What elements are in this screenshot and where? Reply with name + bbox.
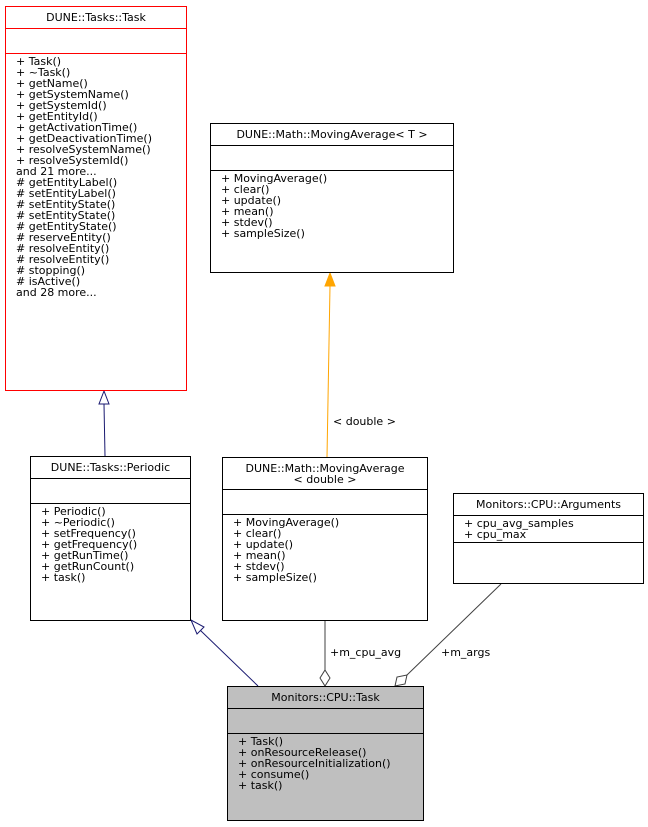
attributes-section bbox=[31, 478, 190, 503]
method-item[interactable]: # setEntityLabel() bbox=[16, 187, 116, 200]
method-item[interactable]: + MovingAverage() bbox=[221, 172, 328, 185]
method-item[interactable]: + update() bbox=[221, 194, 282, 207]
method-item[interactable]: + clear() bbox=[233, 527, 282, 540]
method-item[interactable]: # resolveEntity() bbox=[16, 253, 110, 266]
attributes-section bbox=[211, 145, 453, 170]
m-cpu-avg-label: +m_cpu_avg bbox=[330, 646, 402, 659]
attributes-section bbox=[6, 28, 186, 53]
aggregation-edge-args bbox=[406, 583, 502, 676]
class-name: DUNE::Tasks::Task bbox=[46, 11, 146, 24]
class-box-dune-tasks-task[interactable]: DUNE::Tasks::Task + Task()+ ~Task()+ get… bbox=[5, 6, 187, 391]
inheritance-arrowhead bbox=[98, 389, 110, 405]
method-item[interactable]: and 21 more... bbox=[16, 165, 97, 178]
method-item[interactable]: # reserveEntity() bbox=[16, 231, 111, 244]
method-item[interactable]: # setEntityState() bbox=[16, 209, 116, 222]
method-item[interactable]: + sampleSize() bbox=[233, 571, 317, 584]
method-item[interactable]: + setFrequency() bbox=[41, 527, 136, 540]
class-name-line: DUNE::Math::MovingAverage bbox=[245, 462, 405, 475]
template-arrowhead bbox=[324, 271, 336, 287]
method-item[interactable]: + onResourceInitialization() bbox=[238, 757, 391, 770]
methods-section: + Task()+ ~Task()+ getName()+ getSystemN… bbox=[6, 53, 186, 300]
method-item[interactable]: + stdev() bbox=[221, 216, 273, 229]
class-box-moving-average-template[interactable]: DUNE::Math::MovingAverage< T > + MovingA… bbox=[210, 123, 454, 273]
class-box-dune-tasks-periodic[interactable]: DUNE::Tasks::Periodic + Periodic()+ ~Per… bbox=[30, 456, 191, 621]
attributes-section: + cpu_avg_samples+ cpu_max bbox=[454, 515, 643, 542]
method-item[interactable]: + getFrequency() bbox=[41, 538, 138, 551]
attribute-item[interactable]: + cpu_max bbox=[464, 528, 527, 541]
method-item[interactable]: + onResourceRelease() bbox=[238, 746, 367, 759]
method-item[interactable]: # getEntityState() bbox=[16, 220, 117, 233]
template-argument-label: < double > bbox=[333, 415, 396, 428]
class-name: Monitors::CPU::Task bbox=[271, 691, 380, 704]
inheritance-edge-periodic-task bbox=[103, 403, 106, 457]
class-box-monitors-cpu-arguments[interactable]: Monitors::CPU::Arguments + cpu_avg_sampl… bbox=[453, 493, 644, 584]
m-args-label: +m_args bbox=[441, 646, 491, 659]
inheritance-arrowhead bbox=[189, 618, 205, 635]
method-item[interactable]: + getSystemName() bbox=[16, 88, 129, 101]
method-item[interactable]: + Task() bbox=[238, 735, 284, 748]
method-item[interactable]: + update() bbox=[233, 538, 294, 551]
method-item[interactable]: + getSystemId() bbox=[16, 99, 107, 112]
methods-section: + Task()+ onResourceRelease()+ onResourc… bbox=[228, 733, 423, 793]
aggregation-diamond bbox=[394, 674, 408, 687]
class-name: Monitors::CPU::Arguments bbox=[475, 498, 622, 511]
methods-section: + MovingAverage()+ clear()+ update()+ me… bbox=[211, 170, 453, 241]
methods-section: + Periodic()+ ~Periodic()+ setFrequency(… bbox=[31, 503, 190, 585]
method-item[interactable]: + mean() bbox=[233, 549, 286, 562]
method-item[interactable]: + MovingAverage() bbox=[233, 516, 340, 529]
method-item[interactable]: + ~Periodic() bbox=[41, 516, 115, 529]
class-box-moving-average-double[interactable]: DUNE::Math::MovingAverage < double > + M… bbox=[222, 457, 428, 621]
class-name: DUNE::Tasks::Periodic bbox=[50, 461, 171, 474]
attributes-section bbox=[223, 489, 427, 514]
method-item[interactable]: + Periodic() bbox=[41, 505, 106, 518]
attributes-section bbox=[228, 708, 423, 733]
method-item[interactable]: # stopping() bbox=[16, 264, 86, 277]
class-name-line: < double > bbox=[293, 473, 357, 486]
method-item[interactable]: + sampleSize() bbox=[221, 227, 305, 240]
method-item[interactable]: + clear() bbox=[221, 183, 270, 196]
method-item[interactable]: # setEntityState() bbox=[16, 198, 116, 211]
method-item[interactable]: + stdev() bbox=[233, 560, 285, 573]
inheritance-edge-cputask-periodic bbox=[199, 629, 259, 687]
method-item[interactable]: + getActivationTime() bbox=[16, 121, 138, 134]
methods-section: + MovingAverage()+ clear()+ update()+ me… bbox=[223, 514, 427, 585]
method-item[interactable]: + getRunCount() bbox=[41, 560, 135, 573]
method-item[interactable]: + getDeactivationTime() bbox=[16, 132, 152, 145]
method-item[interactable]: + mean() bbox=[221, 205, 274, 218]
class-box-monitors-cpu-task[interactable]: Monitors::CPU::Task + Task()+ onResource… bbox=[227, 686, 424, 821]
method-item[interactable]: + getName() bbox=[16, 77, 88, 90]
method-item[interactable]: + task() bbox=[41, 571, 86, 584]
method-item[interactable]: + resolveSystemName() bbox=[16, 143, 151, 156]
method-item[interactable]: + ~Task() bbox=[16, 66, 71, 79]
method-item[interactable]: + task() bbox=[238, 779, 283, 792]
method-item[interactable]: # getEntityLabel() bbox=[16, 176, 118, 189]
method-item[interactable]: + consume() bbox=[238, 768, 310, 781]
method-item[interactable]: # resolveEntity() bbox=[16, 242, 110, 255]
method-item[interactable]: + Task() bbox=[16, 55, 62, 68]
method-item[interactable]: + getEntityId() bbox=[16, 110, 98, 123]
method-item[interactable]: and 28 more... bbox=[16, 286, 97, 299]
method-item[interactable]: + getRunTime() bbox=[41, 549, 129, 562]
method-item[interactable]: + resolveSystemId() bbox=[16, 154, 129, 167]
attribute-item[interactable]: + cpu_avg_samples bbox=[464, 517, 574, 530]
class-name: DUNE::Math::MovingAverage < double > bbox=[223, 458, 427, 489]
class-name: DUNE::Math::MovingAverage< T > bbox=[236, 128, 428, 141]
template-edge bbox=[326, 285, 331, 458]
methods-section bbox=[454, 542, 643, 567]
method-item[interactable]: # isActive() bbox=[16, 275, 81, 288]
aggregation-diamond bbox=[319, 669, 331, 687]
